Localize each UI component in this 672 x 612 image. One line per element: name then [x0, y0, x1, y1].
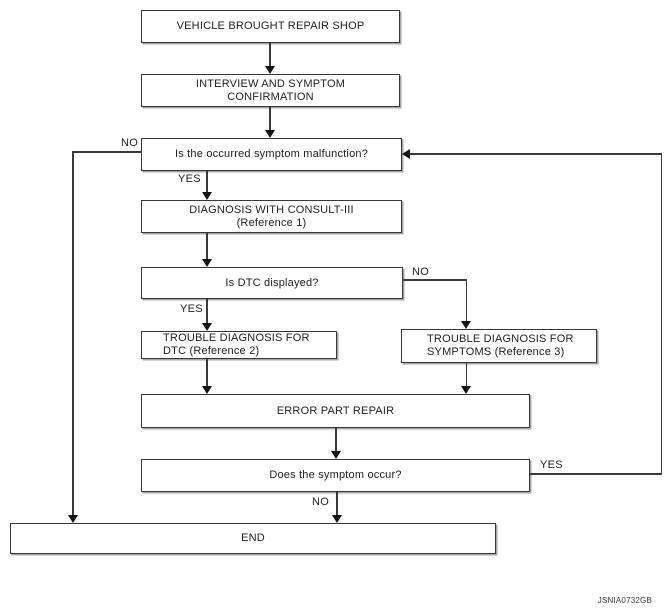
connector-diagdtc-repair — [206, 359, 208, 391]
connector-malfunction-yes-consult — [206, 171, 208, 197]
node-end: END — [10, 523, 496, 554]
node-label-line2: SYMPTOMS (Reference 3) — [427, 346, 565, 358]
arrow-down-icon — [265, 66, 275, 74]
connector-occur-yes-vertical — [660, 153, 662, 474]
node-dtc-displayed-question: Is DTC displayed? — [141, 267, 403, 299]
node-trouble-diagnosis-symptoms: TROUBLE DIAGNOSIS FOR SYMPTOMS (Referenc… — [401, 329, 597, 363]
node-label: VEHICLE BROUGHT REPAIR SHOP — [176, 20, 365, 32]
connector-diagsymptoms-repair — [465, 363, 467, 391]
figure-code: JSNIA0732GB — [597, 596, 652, 605]
arrow-down-icon — [202, 386, 212, 394]
node-interview-symptom-confirmation: INTERVIEW AND SYMPTOM CONFIRMATION — [141, 74, 400, 107]
node-label-line1: INTERVIEW AND SYMPTOM — [195, 77, 346, 90]
edge-label-malfunction-no: NO — [120, 137, 140, 149]
connector-occur-yes-bottom — [530, 473, 662, 475]
connector-consult-dtc — [206, 233, 208, 264]
connector-dtc-no-vertical — [465, 279, 467, 324]
node-label-line2: DTC (Reference 2) — [163, 345, 260, 357]
node-label-line1: TROUBLE DIAGNOSIS FOR — [163, 332, 310, 344]
connector-malfunction-no-vertical — [72, 151, 74, 520]
connector-vehicle-interview — [269, 43, 271, 71]
connector-repair-occur — [335, 428, 337, 456]
arrow-down-icon — [331, 451, 341, 459]
edge-label-occur-yes: YES — [539, 459, 564, 471]
arrow-down-icon — [202, 323, 212, 331]
node-label: Is the occurred symptom malfunction? — [174, 148, 369, 160]
node-diagnosis-consult-iii: DIAGNOSIS WITH CONSULT-III (Reference 1) — [141, 200, 402, 233]
arrow-down-icon — [202, 192, 212, 200]
arrow-left-icon — [402, 149, 410, 159]
edge-label-dtc-no: NO — [411, 266, 431, 278]
node-label-line2: CONFIRMATION — [227, 90, 314, 103]
arrow-down-icon — [68, 515, 78, 523]
node-label: Does the symptom occur? — [269, 469, 402, 481]
connector-interview-malfunction — [269, 107, 271, 135]
node-symptom-occur-question: Does the symptom occur? — [141, 459, 530, 492]
node-label: Is DTC displayed? — [225, 276, 319, 289]
node-label: END — [241, 532, 265, 544]
arrow-down-icon — [461, 321, 471, 329]
edge-label-malfunction-yes: YES — [177, 173, 202, 185]
node-trouble-diagnosis-dtc: TROUBLE DIAGNOSIS FOR DTC (Reference 2) — [141, 331, 337, 359]
arrow-down-icon — [202, 259, 212, 267]
arrow-down-icon — [461, 386, 471, 394]
connector-occur-no-end — [336, 492, 338, 520]
node-label-line2: (Reference 1) — [236, 216, 307, 229]
edge-label-occur-no: NO — [311, 496, 331, 508]
node-error-part-repair: ERROR PART REPAIR — [141, 394, 530, 428]
node-label-line1: DIAGNOSIS WITH CONSULT-III — [189, 203, 354, 216]
connector-dtc-no-horizontal — [403, 279, 467, 281]
arrow-down-icon — [332, 515, 342, 523]
node-label-line1: TROUBLE DIAGNOSIS FOR — [427, 333, 574, 345]
node-symptom-malfunction-question: Is the occurred symptom malfunction? — [141, 138, 402, 171]
connector-malfunction-no-horizontal — [73, 151, 141, 153]
edge-label-dtc-yes: YES — [179, 303, 204, 315]
node-label: ERROR PART REPAIR — [276, 404, 395, 417]
connector-dtc-yes-diagdtc — [206, 299, 208, 328]
connector-occur-yes-top — [407, 153, 662, 155]
node-vehicle-brought-repair-shop: VEHICLE BROUGHT REPAIR SHOP — [141, 10, 400, 43]
arrow-down-icon — [265, 130, 275, 138]
